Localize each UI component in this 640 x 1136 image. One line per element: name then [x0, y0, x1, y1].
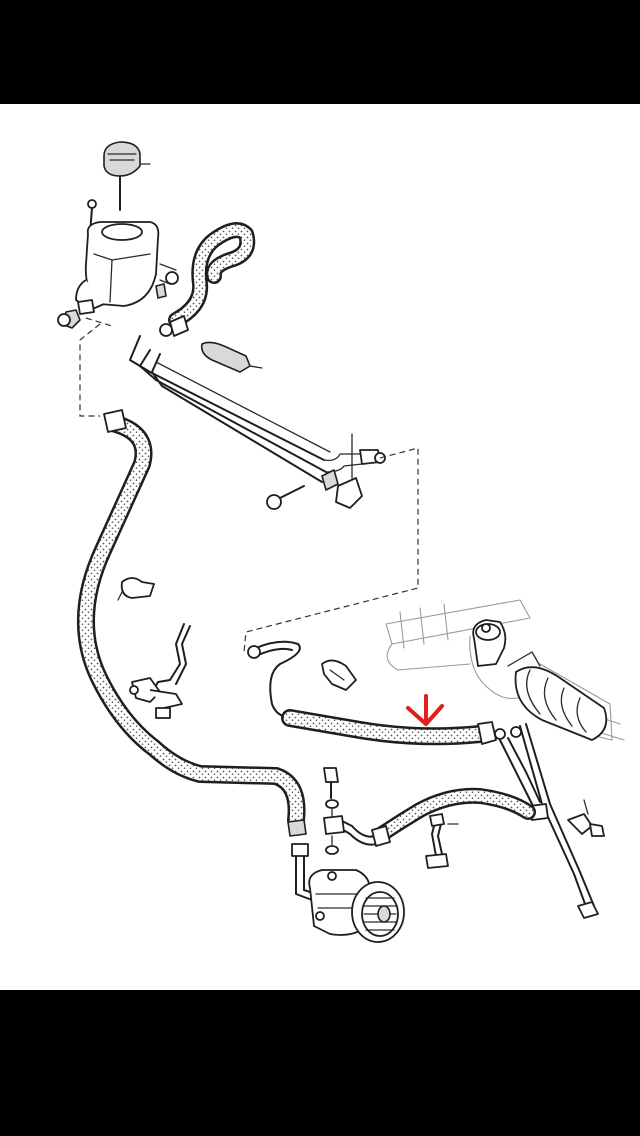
- reservoir-fittings: [57, 271, 179, 337]
- cooler-bolt: [266, 485, 305, 510]
- exploded-view-svg: [57, 141, 625, 943]
- power-steering-hose-diagram: [0, 104, 640, 990]
- red-arrow-down-icon: [406, 694, 444, 726]
- return-hose-rack: [247, 640, 522, 746]
- steering-rack-pinion: [472, 619, 507, 667]
- return-hose-clip: [321, 659, 357, 691]
- reservoir-cap: [103, 141, 151, 211]
- pump-pressure-hose: [323, 787, 536, 847]
- rack-clip-right: [567, 799, 605, 837]
- rack-feed-tubes: [499, 723, 599, 919]
- steering-rack: [385, 599, 625, 741]
- cooler-bracket: [335, 433, 363, 509]
- cooler-pipe-assembly: [129, 335, 386, 491]
- hose-bracket-small: [425, 813, 459, 869]
- bottom-black-bar: [0, 990, 640, 1136]
- banjo-bolt: [323, 767, 339, 855]
- cooler-clip: [200, 341, 263, 373]
- pressure-hose-left: [77, 409, 307, 837]
- dashed-reference-lines: [79, 317, 419, 653]
- power-steering-pump: [308, 869, 405, 943]
- upper-return-hose: [168, 222, 256, 337]
- top-black-bar: [0, 0, 640, 104]
- pipe-bracket-left: [129, 623, 191, 719]
- steering-rack-boot: [507, 651, 608, 741]
- hose-clip-upper: [117, 577, 155, 601]
